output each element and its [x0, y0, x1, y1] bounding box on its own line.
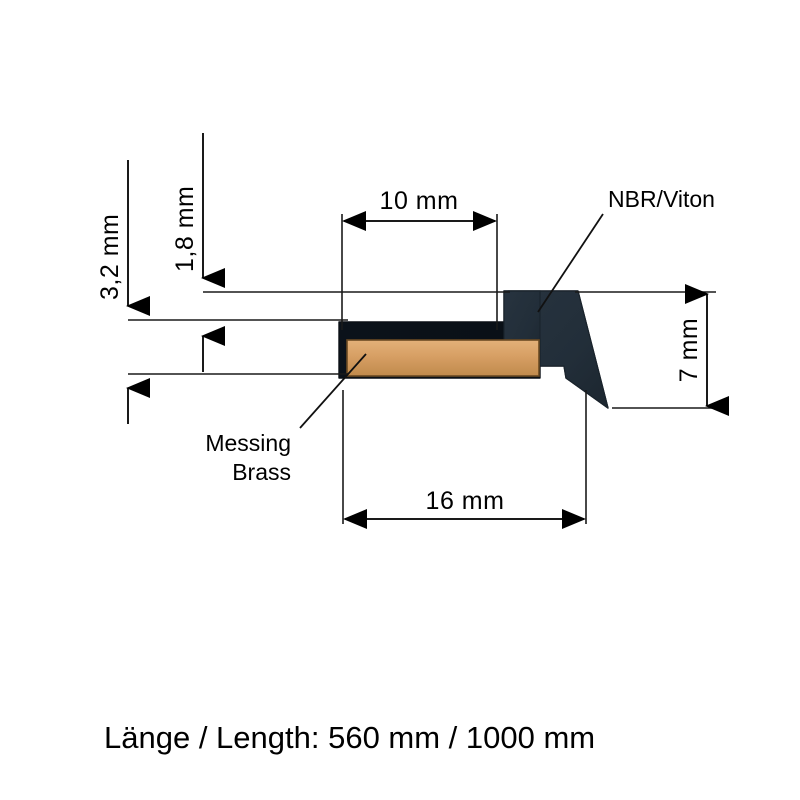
dimension-1-8mm: 1,8 mm — [171, 133, 510, 372]
dimension-label-10mm: 10 mm — [380, 187, 459, 215]
callout-label-messing: Messing — [205, 430, 291, 456]
dimension-label-7mm: 7 mm — [675, 318, 703, 383]
length-caption: Länge / Length: 560 mm / 1000 mm — [104, 720, 595, 755]
callout-messing-brass: Messing Brass — [205, 353, 367, 485]
dimension-label-1-8mm: 1,8 mm — [171, 186, 199, 272]
callout-nbr-viton: NBR/Viton — [537, 186, 715, 313]
dimension-label-3-2mm: 3,2 mm — [96, 214, 124, 300]
dimension-3-2mm: 3,2 mm — [96, 160, 348, 424]
dimension-16mm: 16 mm — [342, 390, 587, 529]
callout-label-nbr-viton: NBR/Viton — [608, 186, 715, 212]
profile-cross-section — [338, 290, 609, 409]
dimension-10mm: 10 mm — [341, 187, 498, 330]
callout-label-brass: Brass — [232, 459, 291, 485]
dimension-7mm: 7 mm — [575, 284, 729, 416]
dimension-label-16mm: 16 mm — [426, 487, 505, 515]
brass-insert-shape — [346, 339, 540, 377]
